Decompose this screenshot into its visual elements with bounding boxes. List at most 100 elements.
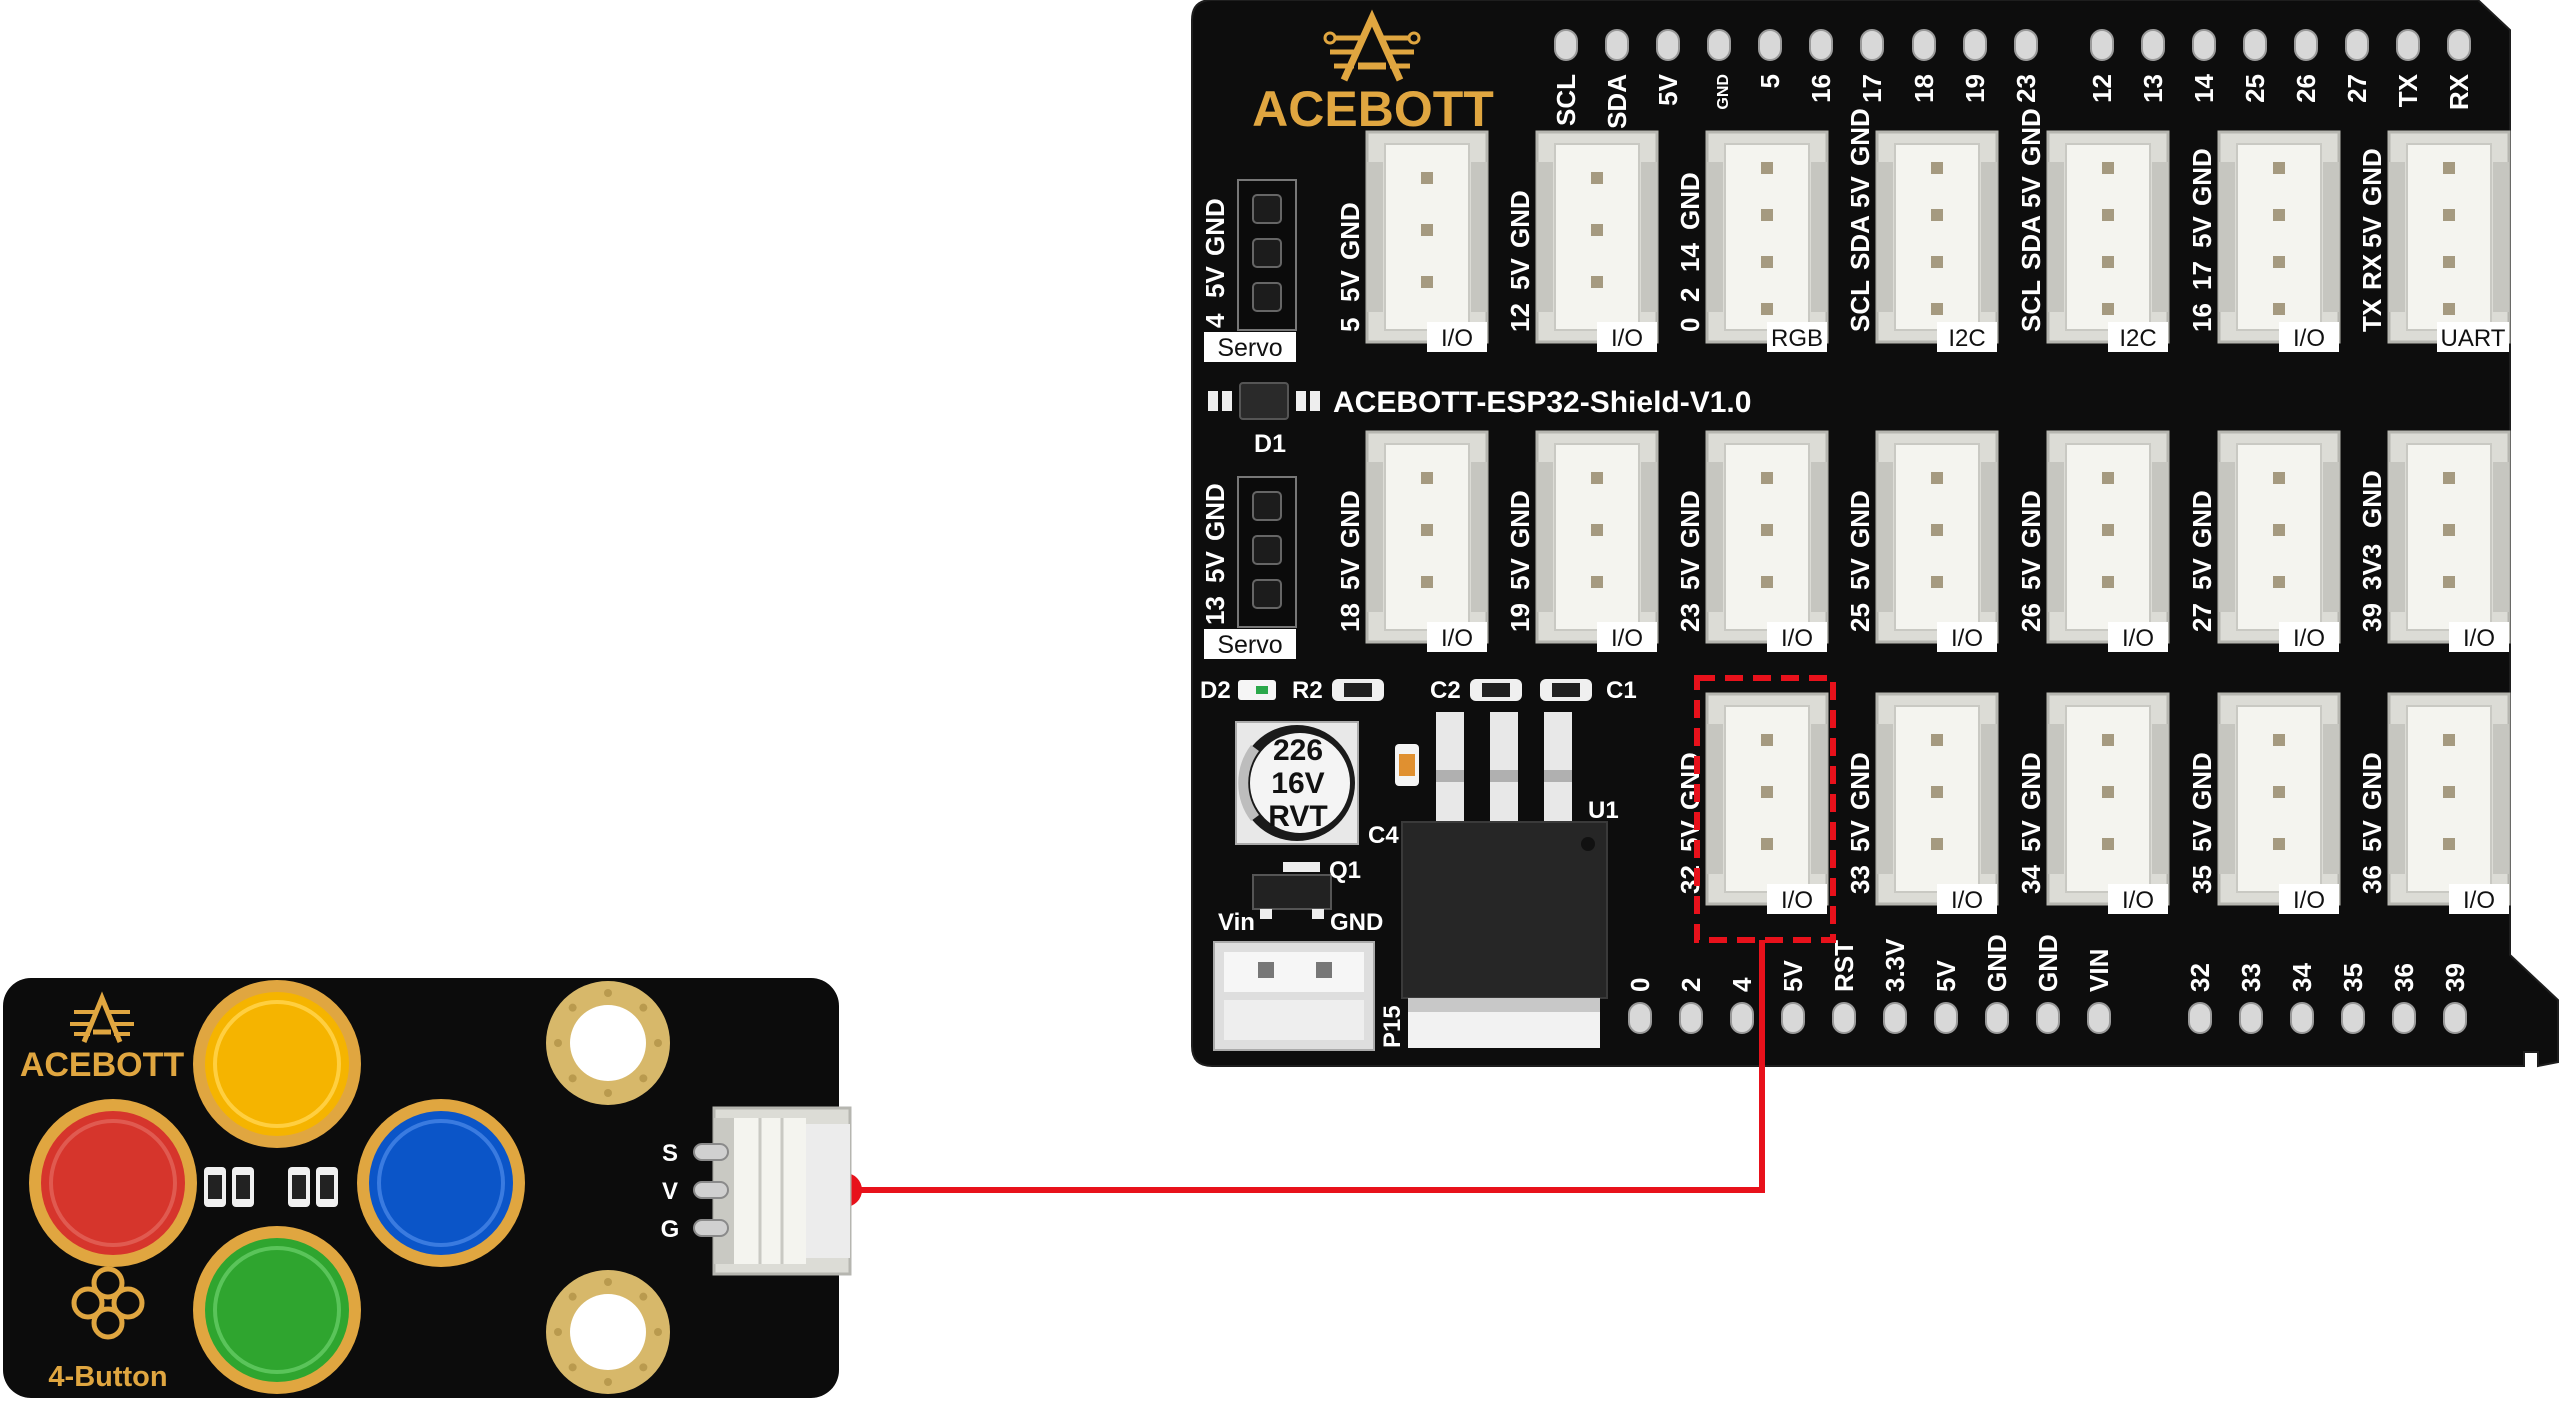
bottom-pin-7[interactable] [1985,1002,2009,1034]
top-pin-0[interactable] [1554,29,1578,61]
top-pin-12[interactable] [2192,29,2216,61]
row1-4-pin-label-0: GND [2016,108,2046,166]
bottom-pin-15[interactable] [2443,1002,2467,1034]
top-pin-6[interactable] [1860,29,1884,61]
r2-resistor [1332,679,1384,701]
row1-0-pin-label-1: 5V [1335,270,1365,302]
row3-1-pin-label-0: GND [1845,752,1875,810]
bottom-pin-6[interactable] [1934,1002,1958,1034]
red-button[interactable] [29,1099,197,1267]
top-pin-3[interactable] [1707,29,1731,61]
module-pin-V[interactable] [693,1181,729,1199]
row2-5-pin-label-0: GND [2187,490,2217,548]
top-pin-7[interactable] [1912,29,1936,61]
row1-5-pin-label-3: 16 [2187,303,2217,332]
row3-3-pin-label-0: GND [2187,752,2217,810]
module-pin-label-0: S [662,1140,678,1167]
bottom-pin-8[interactable] [2036,1002,2060,1034]
bottom-pin-2[interactable] [1730,1002,1754,1034]
bottom-pin-label-11: 33 [2236,963,2266,992]
top-pin-15[interactable] [2345,29,2369,61]
top-pin-9[interactable] [2014,29,2038,61]
top-pin-13[interactable] [2243,29,2267,61]
top-pin-label-2: 5V [1653,73,1683,105]
top-pin-label-15: 27 [2342,74,2372,103]
bottom-pin-12[interactable] [2290,1002,2314,1034]
module-pin-G[interactable] [693,1219,729,1237]
top-pin-14[interactable] [2294,29,2318,61]
yellow-button[interactable] [193,980,361,1148]
green-button[interactable] [193,1226,361,1394]
row1-2-pin-label-1: 14 [1675,243,1705,272]
bottom-pin-label-2: 4 [1727,977,1757,992]
top-pin-label-5: 16 [1806,74,1836,103]
servo-1-pin-1[interactable] [1252,535,1282,565]
top-pin-label-6: 17 [1857,74,1887,103]
bottom-pin-1[interactable] [1679,1002,1703,1034]
bottom-pin-10[interactable] [2188,1002,2212,1034]
d2-led-dot [1256,686,1268,694]
top-pin-16[interactable] [2396,29,2420,61]
bottom-pin-9[interactable] [2087,1002,2111,1034]
bottom-pin-label-8: GND [2033,934,2063,992]
bottom-pin-0[interactable] [1628,1002,1652,1034]
row3-2-pin-label-2: 34 [2016,865,2046,894]
top-pin-4[interactable] [1758,29,1782,61]
blue-button[interactable] [357,1099,525,1267]
servo-1-pin-2[interactable] [1252,579,1282,609]
top-pin-2[interactable] [1656,29,1680,61]
module-pin-S[interactable] [693,1143,729,1161]
vin-label: Vin [1218,909,1255,936]
mounting-hole-top [546,981,670,1105]
servo-0-pin-2[interactable] [1252,282,1282,312]
row2-2-pin-label-1: 5V [1675,558,1705,590]
row3-3-pin-label-1: 5V [2187,820,2217,852]
acebott-logo-icon [1323,9,1421,82]
row1-3-pin-label-3: SCL [1845,280,1875,332]
d1-label: D1 [1254,430,1286,458]
servo-0-pin-1[interactable] [1252,238,1282,268]
bottom-pin-11[interactable] [2239,1002,2263,1034]
top-pin-17[interactable] [2447,29,2471,61]
top-pin-8[interactable] [1963,29,1987,61]
servo-1-pin-0[interactable] [1252,491,1282,521]
servo-0-pin-0[interactable] [1252,194,1282,224]
module-brand: ACEBOTT [20,1046,185,1084]
top-pin-1[interactable] [1605,29,1629,61]
top-pin-10[interactable] [2090,29,2114,61]
bottom-pin-13[interactable] [2341,1002,2365,1034]
top-pin-11[interactable] [2141,29,2165,61]
top-pin-5[interactable] [1809,29,1833,61]
row2-0-tag: I/O [1441,625,1473,652]
row1-6-pin-label-3: TX [2357,298,2387,332]
top-pin-label-8: 19 [1960,74,1990,103]
bottom-pin-4[interactable] [1832,1002,1856,1034]
bottom-pin-14[interactable] [2392,1002,2416,1034]
row2-1-pin-label-1: 5V [1505,558,1535,590]
module-logo: ACEBOTT [20,991,185,1084]
bottom-pin-5[interactable] [1883,1002,1907,1034]
bottom-pin-3[interactable] [1781,1002,1805,1034]
p15-label: P15 [1379,1005,1406,1048]
top-pin-label-16: TX [2393,73,2423,107]
row3-4-pin-label-2: 36 [2357,865,2387,894]
